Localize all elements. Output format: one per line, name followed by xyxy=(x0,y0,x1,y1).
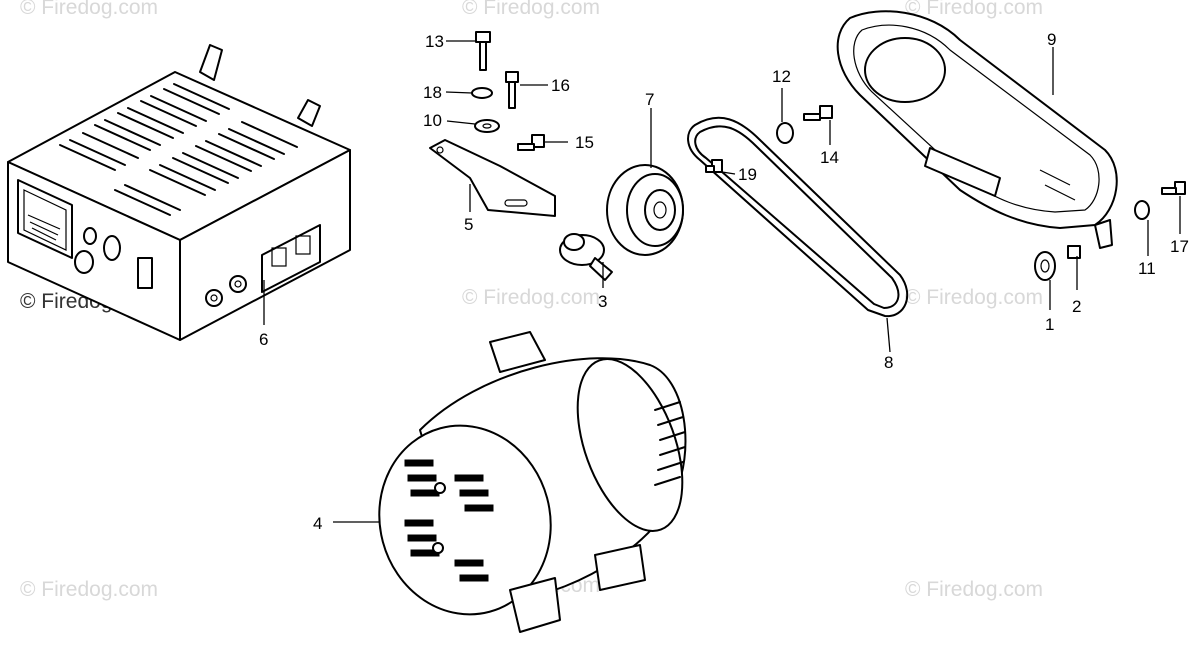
part-label-2: 2 xyxy=(1072,297,1081,316)
part-label-8: 8 xyxy=(884,353,893,372)
part-label-11: 11 xyxy=(1138,259,1156,278)
part-label-13: 13 xyxy=(425,32,444,51)
part-label-6: 6 xyxy=(259,330,268,349)
pulley xyxy=(606,164,684,256)
generator-body xyxy=(378,331,687,633)
watermark: © Firedog.com xyxy=(20,0,158,19)
part-label-4: 4 xyxy=(313,514,322,533)
watermark: © Firedog.com xyxy=(905,286,1043,309)
part-labels: 13 18 10 16 15 5 3 7 19 12 14 9 8 1 2 11… xyxy=(259,30,1189,533)
fasteners xyxy=(471,31,1186,281)
watermark: © Firedog.com xyxy=(905,578,1043,601)
part-label-3: 3 xyxy=(598,292,607,311)
part-label-7: 7 xyxy=(645,90,654,109)
belt-cover xyxy=(836,10,1118,249)
part-label-16: 16 xyxy=(551,76,570,95)
part-label-9: 9 xyxy=(1047,30,1056,49)
part-label-10: 10 xyxy=(423,111,442,130)
watermark: © Firedog.com xyxy=(462,286,600,309)
watermark: © Firedog.com xyxy=(20,578,158,601)
watermark: © Firedog.com xyxy=(905,0,1043,19)
leader-lines xyxy=(263,40,1181,523)
part-label-1: 1 xyxy=(1045,315,1054,334)
part-label-12: 12 xyxy=(772,67,791,86)
part-label-15: 15 xyxy=(575,133,594,152)
part-label-5: 5 xyxy=(464,215,473,234)
part-label-19: 19 xyxy=(738,165,757,184)
belt xyxy=(687,116,909,318)
tensioner xyxy=(559,233,613,281)
mounting-bracket xyxy=(429,139,556,217)
watermark: © Firedog.com xyxy=(462,0,600,19)
part-label-18: 18 xyxy=(423,83,442,102)
part-label-17: 17 xyxy=(1170,237,1189,256)
part-label-14: 14 xyxy=(820,148,839,167)
control-box xyxy=(7,44,351,341)
